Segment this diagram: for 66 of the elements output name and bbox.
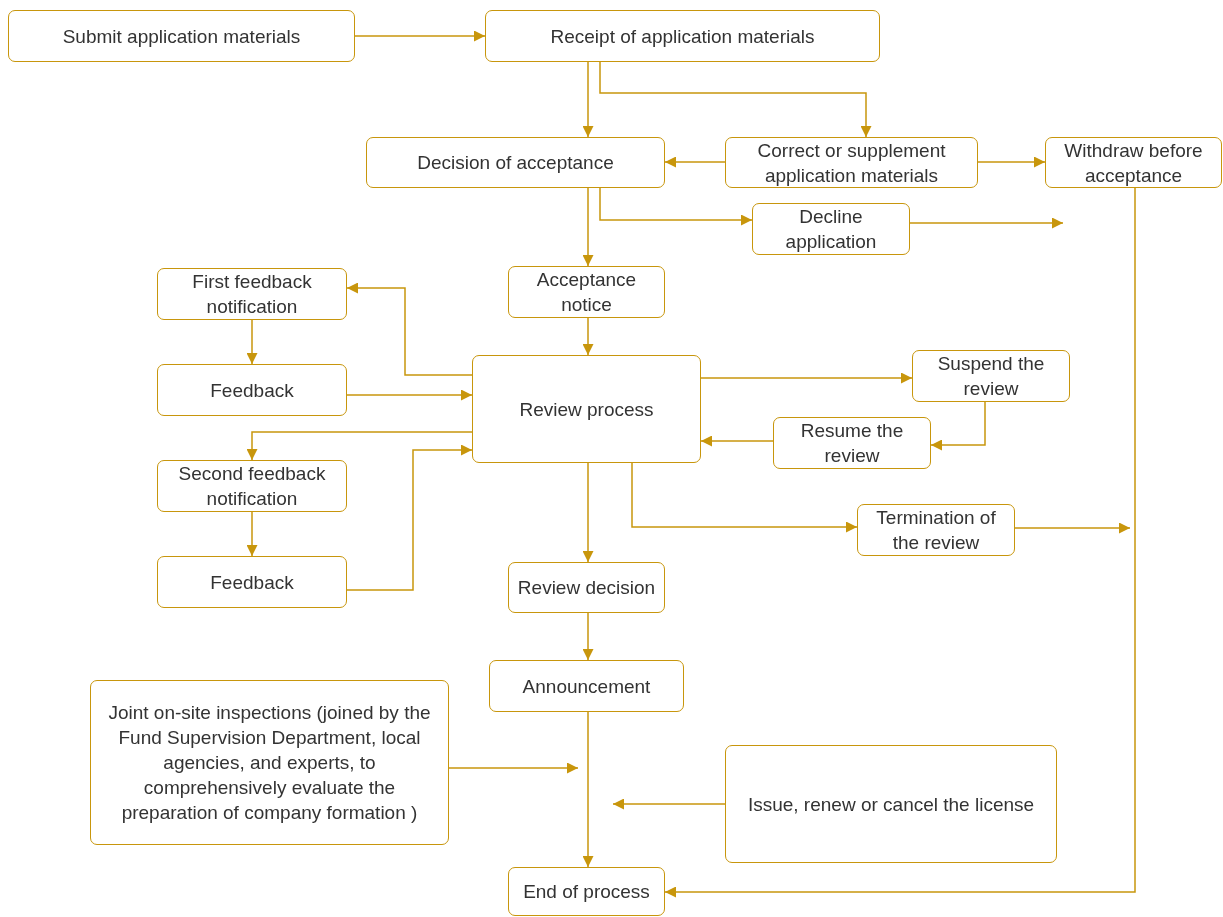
arrow: [1014, 522, 1131, 534]
step-box: [508, 266, 665, 318]
process-box: [472, 355, 701, 463]
step-label: Decision of acceptance: [417, 151, 614, 175]
arrow: [700, 372, 913, 384]
arrow: [664, 156, 726, 168]
arrow: [582, 612, 594, 661]
step-box: [508, 867, 665, 916]
arrow: [246, 431, 473, 461]
arrow: [354, 30, 486, 42]
arrow: [977, 156, 1046, 168]
arrow: [582, 61, 594, 138]
arrow: [582, 187, 594, 267]
step-box: [485, 10, 880, 62]
arrow: [909, 217, 1064, 229]
step-box: [157, 556, 347, 608]
arrow: [346, 389, 473, 401]
arrow: [246, 511, 258, 557]
arrow: [346, 444, 473, 591]
step-box: [725, 745, 1057, 863]
step-label: First feedback notification: [191, 270, 313, 319]
step-label: Feedback: [210, 378, 294, 403]
arrow: [346, 282, 473, 376]
arrow: [582, 711, 594, 868]
step-box: [508, 562, 665, 613]
arrow: [612, 798, 726, 810]
step-box: [8, 10, 355, 62]
arrow: [700, 435, 774, 447]
step-label: Announcement: [522, 674, 651, 699]
arrow: [930, 401, 986, 451]
arrow: [664, 187, 1136, 898]
arrow: [448, 762, 579, 774]
step-label: Issue, renew or cancel the license: [747, 792, 1035, 817]
step-box: [1045, 137, 1222, 188]
arrow: [599, 61, 872, 138]
step-label: Review decision: [517, 576, 656, 600]
step-label: Decline application: [784, 205, 878, 254]
step-box: [90, 680, 449, 845]
arrow: [631, 462, 858, 533]
step-box: [912, 350, 1070, 402]
step-label: Second feedback notification: [177, 462, 327, 511]
step-label: Receipt of application materials: [550, 24, 815, 49]
step-label: Joint on-site inspections (joined by the Fund Supervision Department, local agencies, and experts, to comprehensively evaluate the preparation of company formation ): [107, 701, 432, 825]
step-label: Resume the review: [799, 419, 905, 468]
step-label: Termination of the review: [875, 506, 997, 555]
arrow: [246, 319, 258, 365]
step-box: [752, 203, 910, 255]
step-label: Acceptance notice: [535, 268, 638, 317]
step-box: [489, 660, 684, 712]
step-label: Submit application materials: [62, 24, 301, 49]
arrow: [582, 462, 594, 563]
arrow: [582, 317, 594, 356]
step-label: Review process: [519, 397, 654, 422]
step-label: Feedback: [210, 570, 294, 595]
step-label: End of process: [523, 880, 650, 904]
step-label: Suspend the review: [936, 352, 1046, 401]
step-box: [366, 137, 665, 188]
step-box: [857, 504, 1015, 556]
step-box: [725, 137, 978, 188]
step-box: [157, 364, 347, 416]
step-box: [157, 460, 347, 512]
step-label: Correct or supplement application materials: [756, 138, 947, 188]
arrow: [599, 187, 753, 226]
step-label: Withdraw before acceptance: [1063, 138, 1204, 188]
step-box: [157, 268, 347, 320]
step-box: [773, 417, 931, 469]
